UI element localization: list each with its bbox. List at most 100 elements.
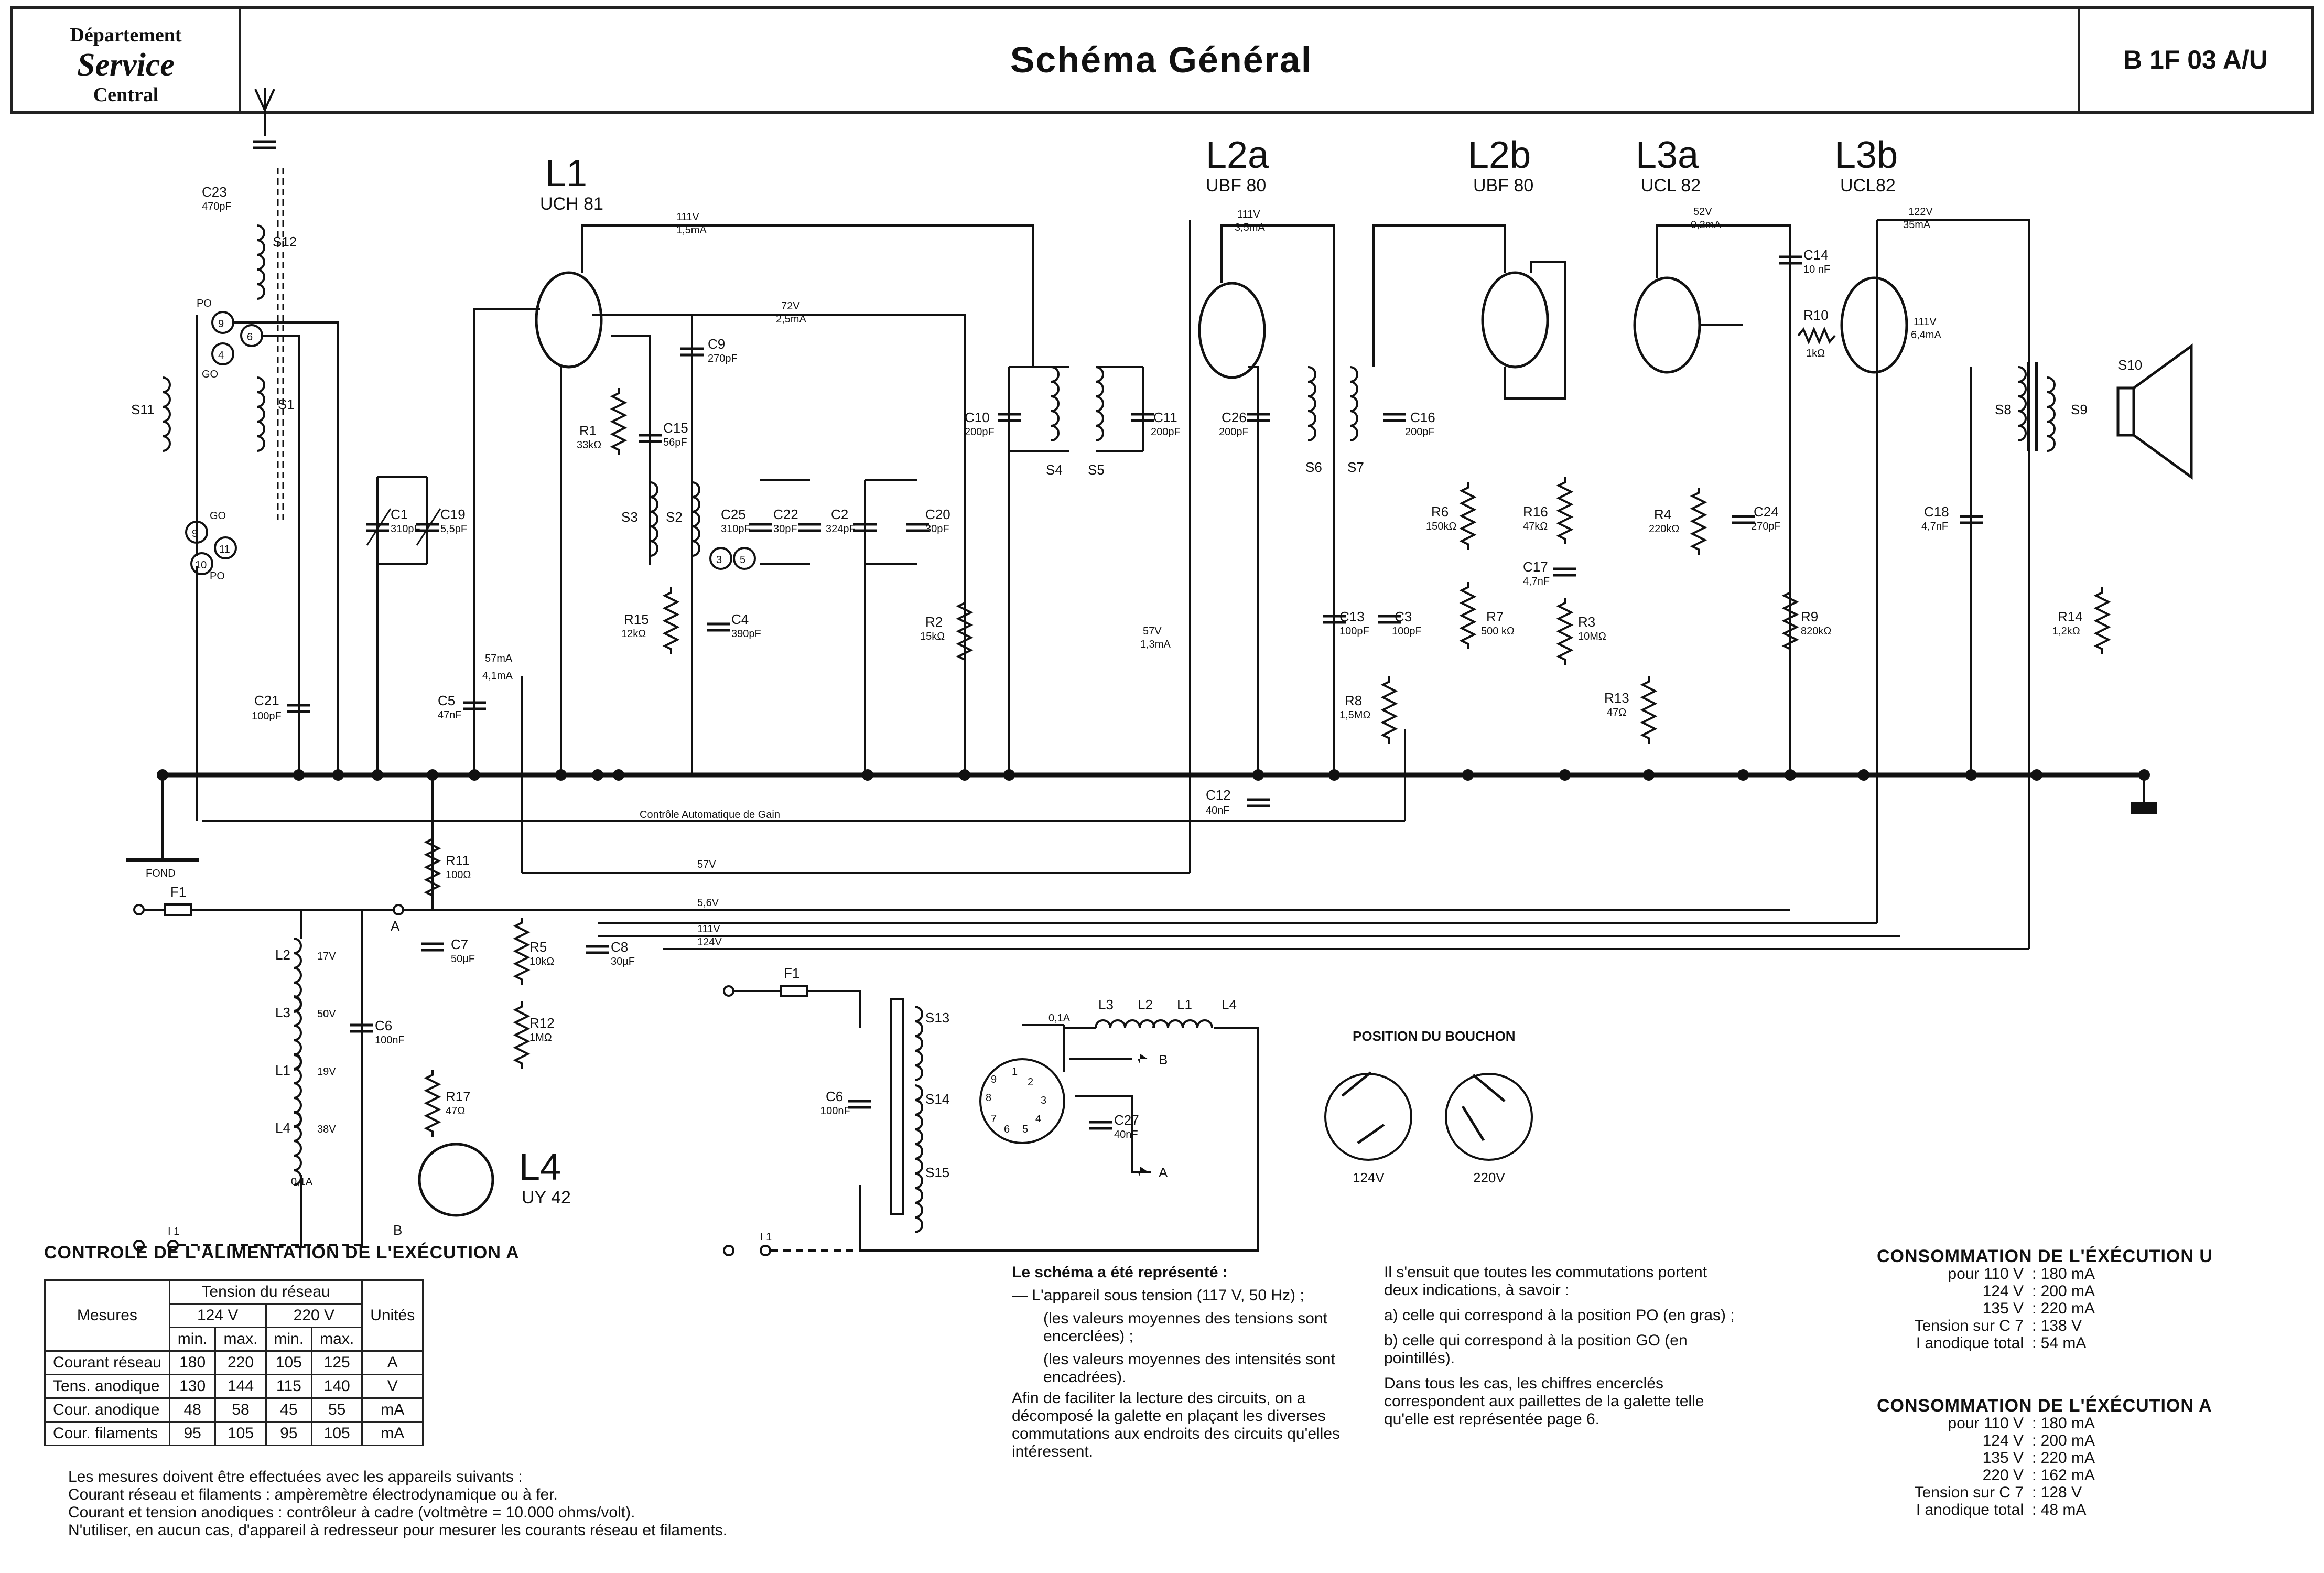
go-label-top: GO: [202, 369, 218, 380]
cons-value: : 220 mA: [2032, 1449, 2095, 1467]
cons-value: : 54 mA: [2032, 1334, 2087, 1352]
c25-name: C25: [721, 507, 746, 522]
go-label-bottom: GO: [210, 510, 226, 522]
row-label: Cour. anodique: [44, 1397, 170, 1423]
note-line: Les mesures doivent être effectuées avec…: [68, 1468, 523, 1485]
sel-11: 11: [219, 544, 230, 555]
r17-name: R17: [446, 1089, 471, 1104]
table-row: Cour. anodique 48 58 45 55 mA: [44, 1397, 424, 1423]
r8-value: 1,5MΩ: [1339, 709, 1370, 721]
cap-c12: [1247, 800, 1270, 806]
c15-name: C15: [663, 420, 688, 436]
cap-c16: [1383, 414, 1406, 421]
rail-124v-label: 124V: [697, 936, 722, 948]
r16-name: R16: [1523, 504, 1548, 520]
schema-note-title: Le schéma a été représenté :: [1012, 1264, 1228, 1281]
r15-name: R15: [624, 611, 649, 627]
node-a: A: [391, 918, 400, 934]
coil-s5: [1095, 366, 1104, 441]
cons-label: 135 V: [1982, 1300, 2024, 1317]
c6-name: C6: [375, 1018, 392, 1033]
r17-value: 47Ω: [446, 1105, 465, 1117]
c14-name: C14: [1803, 247, 1829, 263]
switch-i1-mid: I 1: [760, 1231, 772, 1243]
cons-value: : 180 mA: [2032, 1415, 2095, 1432]
res-r12: [514, 1000, 529, 1070]
s15-label: S15: [925, 1165, 949, 1180]
tube-l4-label: L4: [519, 1146, 561, 1188]
v57: 57V: [1143, 626, 1162, 637]
fil-chain-l4: L4: [1222, 997, 1237, 1012]
c24-value: 270pF: [1751, 521, 1781, 532]
c13-value: 100pF: [1339, 626, 1369, 637]
output-a: A: [1159, 1165, 1168, 1180]
sel-5: 5: [740, 554, 745, 566]
cons-value: : 162 mA: [2032, 1467, 2095, 1484]
coil-s14: [914, 1084, 923, 1160]
cap-c27: [1089, 1122, 1112, 1128]
res-r6: [1461, 481, 1475, 551]
tube-l3a-type: UCL 82: [1641, 176, 1701, 196]
schema-note-left: Le schéma a été représenté : — L'apparei…: [1012, 1264, 1358, 1461]
cap-c17: [1553, 569, 1576, 575]
c8-name: C8: [611, 939, 628, 955]
c1-value: 310pF: [391, 523, 420, 535]
c6u-name: C6: [826, 1089, 843, 1104]
v111a: 111V: [676, 211, 699, 223]
c4-value: 390pF: [731, 628, 761, 640]
s12-label: S12: [273, 234, 297, 250]
cell: 180: [168, 1350, 217, 1375]
bouchon-220v: [1445, 1073, 1533, 1161]
schema-note-r4: Dans tous les cas, les chiffres encerclé…: [1384, 1375, 1704, 1428]
r1-value: 33kΩ: [577, 439, 601, 451]
i-a: 1,5mA: [676, 224, 707, 236]
arrow-a-icon: [1138, 1167, 1148, 1177]
alimentation-table: Mesures Tension du réseau Unités 124 V 2…: [44, 1279, 424, 1446]
cell: 105: [311, 1421, 363, 1446]
antenna-icon: [254, 88, 275, 136]
schema-note-r2: a) celle qui correspond à la position PO…: [1384, 1307, 1735, 1324]
fil-l1-v: 19V: [317, 1066, 336, 1078]
rail-111v-label: 111V: [697, 923, 720, 935]
s8-label: S8: [1995, 402, 2012, 417]
v52: 52V: [1693, 206, 1712, 218]
i57: 1,3mA: [1140, 639, 1171, 650]
sel-9: 9: [218, 318, 224, 330]
bouchon-220v-label: 220V: [1473, 1170, 1505, 1186]
h-mesures: Mesures: [44, 1279, 170, 1352]
s1-label: S1: [278, 396, 295, 412]
f1-label: F1: [170, 884, 186, 900]
s6-label: S6: [1305, 459, 1322, 475]
cons-value: : 200 mA: [2032, 1283, 2095, 1300]
cons-label: 135 V: [1982, 1449, 2024, 1467]
c11-value: 200pF: [1151, 426, 1181, 438]
fuse-f1-u: [780, 985, 808, 997]
sel-3: 3: [716, 554, 722, 566]
r8-name: R8: [1345, 693, 1362, 708]
socket-pin-9: 9: [991, 1074, 997, 1085]
coil-s13: [914, 1006, 923, 1081]
socket-pin-2: 2: [1028, 1076, 1033, 1088]
cap-c25: [749, 524, 772, 531]
consommation-u-title: CONSOMMATION DE L'ÉXÉCUTION U: [1877, 1246, 2213, 1266]
cons-label: I anodique total: [1916, 1501, 2024, 1518]
sel-9b: 9: [192, 528, 198, 540]
cell: 144: [214, 1374, 267, 1399]
coil-s15: [914, 1158, 923, 1233]
r16-value: 47kΩ: [1523, 521, 1548, 532]
r11-name: R11: [446, 853, 470, 868]
c12-name: C12: [1206, 787, 1231, 803]
output-b: B: [1159, 1052, 1168, 1068]
cell: 140: [311, 1374, 363, 1399]
c13-name: C13: [1339, 609, 1365, 624]
cons-value: : 200 mA: [2032, 1432, 2095, 1449]
c5-name: C5: [438, 693, 455, 708]
row-label: Tens. anodique: [44, 1374, 170, 1399]
mains-transformer-core: [890, 998, 904, 1215]
c6u-value: 100nF: [820, 1105, 850, 1117]
socket-pin-8: 8: [986, 1092, 991, 1104]
tube-l3a: [1633, 276, 1701, 374]
r5-value: 10kΩ: [529, 956, 554, 967]
r9-value: 820kΩ: [1801, 626, 1831, 637]
fil-chain-l2: L2: [1138, 997, 1153, 1012]
